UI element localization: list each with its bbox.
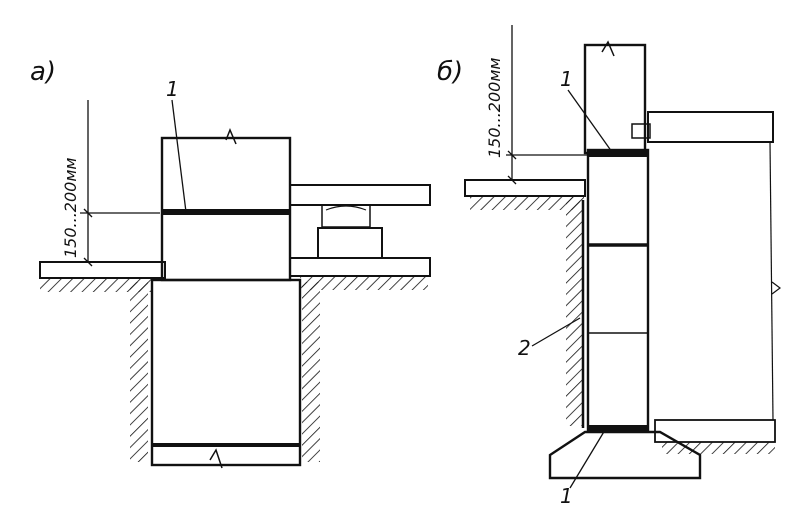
ground-fill-left-a (39, 261, 166, 279)
panel-b-callout-1-bottom: 1 (560, 484, 573, 508)
support-pier-a (317, 227, 383, 259)
panel-a-callout-1: 1 (166, 77, 179, 101)
damp-proof-top-b (588, 150, 648, 157)
basement-wall-b (586, 148, 650, 432)
damp-proof-layer-a (162, 209, 290, 215)
foundation-block-a (150, 278, 302, 467)
ground-fill-right-a (289, 257, 431, 277)
panel-b-letter: б) (437, 57, 463, 87)
trench-hatch-left-a (130, 282, 148, 462)
panel-b-dimension: 150...200мм (485, 58, 504, 158)
floor-slab-b (647, 111, 774, 143)
panel-b: б) 150...200мм 1 2 1 (437, 25, 781, 508)
ground-hatch-right-a (300, 276, 428, 290)
footing-b (548, 430, 702, 480)
slab-bearing-b (631, 123, 651, 139)
panel-b-callout-2: 2 (518, 336, 531, 360)
panel-b-callout-1-top: 1 (560, 67, 573, 91)
basement-floor-hatch-b (662, 442, 775, 454)
ground-hatch-left-a (40, 278, 152, 292)
ground-hatch-b (470, 196, 580, 210)
trench-hatch-b (566, 196, 584, 426)
trench-hatch-right-a (302, 282, 320, 462)
panel-a-letter: а) (30, 57, 56, 87)
damp-proof-bottom-b (588, 425, 648, 431)
panel-a-dimension: 150...200мм (61, 158, 80, 258)
panel-a: а) 150...200мм 1 (30, 57, 431, 469)
upper-wall-b (583, 43, 647, 155)
floor-boards-a (289, 184, 431, 206)
ground-fill-b (464, 179, 586, 197)
